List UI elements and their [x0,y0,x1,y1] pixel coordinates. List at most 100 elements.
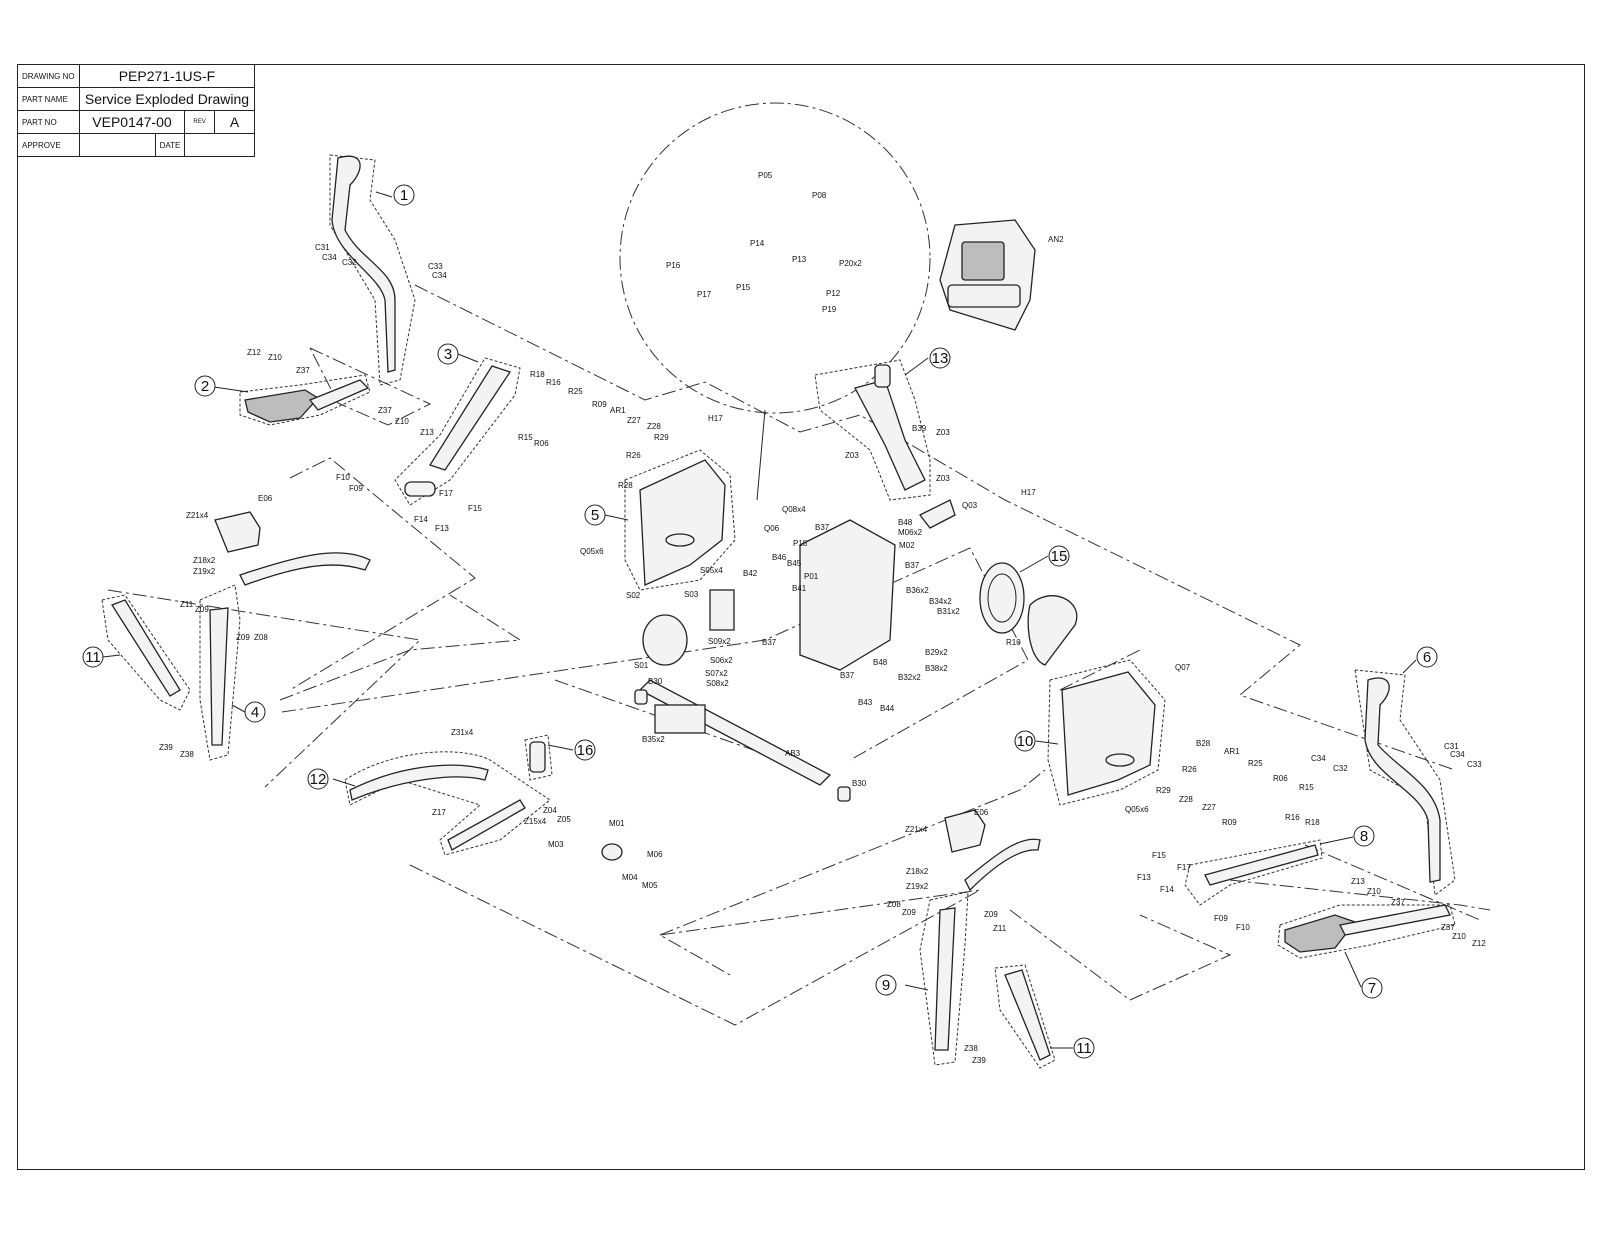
part-label: M03 [548,840,564,849]
part-label: P18 [793,539,808,548]
part-label: F13 [1137,873,1151,882]
part-label: B48 [898,518,913,527]
assembly-balloon: 8 [1353,825,1375,847]
flywheel-15 [979,562,1078,666]
part-label: Z09 [902,908,916,917]
part-label: R15 [518,433,533,442]
link-arm-11-left [101,594,191,711]
approve-value [78,133,156,157]
assembly-balloon: 6 [1416,646,1438,668]
part-label: B42 [743,569,758,578]
part-label: Z09 [984,910,998,919]
part-label: Z18x2 [906,867,929,876]
balloon-circle [1416,646,1438,668]
part-label: B29x2 [925,648,948,657]
approve-label: APPROVE [17,133,80,157]
part-label: R10 [1006,638,1021,647]
part-label: Z39 [972,1056,986,1065]
part-label: R26 [1182,765,1197,774]
balloon-circle [574,739,596,761]
assembly-balloon: 13 [929,347,951,369]
part-label: Z17 [432,808,446,817]
part-label: S01 [634,661,649,670]
balloon-number: 12 [310,771,327,788]
part-label: B30 [852,779,867,788]
part-label: P16 [666,261,681,270]
part-label: Z31x4 [451,728,474,737]
balloon-number: 4 [251,704,259,721]
part-label: B37 [762,638,777,647]
handlebar-6 [1354,669,1456,896]
balloon-number: 15 [1051,548,1068,565]
title-block: DRAWING NO PEP271-1US-F PART NAME Servic… [17,64,256,157]
part-label: B46 [772,553,787,562]
assembly-balloon: 2 [194,375,216,397]
leader-lines [102,191,1417,1049]
part-label: R29 [654,433,669,442]
part-label: M05 [642,881,658,890]
date-value [184,133,256,157]
assembly-balloon: 10 [1014,730,1036,752]
part-label: M06 [647,850,663,859]
part-label: Z12 [247,348,261,357]
part-no-label: PART NO [17,110,80,134]
part-label: Z09 [236,633,250,642]
part-label: P13 [792,255,807,264]
part-label: Z11 [180,600,194,609]
part-label: Z10 [1452,932,1466,941]
pedal-2 [239,374,371,426]
balloon-number: 10 [1017,733,1034,750]
part-label: C32 [342,258,357,267]
front-post-13 [814,359,956,529]
balloon-number: 16 [577,742,594,759]
part-label: Z03 [936,474,950,483]
balloon-circle [929,347,951,369]
part-label: Z10 [268,353,282,362]
part-label: P14 [750,239,765,248]
part-name-label: PART NAME [17,87,80,111]
balloon-number: 13 [932,350,949,367]
part-label: Z37 [296,366,310,375]
part-label: Z09 [195,605,209,614]
part-label: Z27 [1202,803,1216,812]
part-label: S02 [626,591,641,600]
assembly-balloon: 16 [574,739,596,761]
part-label: B43 [858,698,873,707]
part-label: Z28 [647,422,661,431]
balloon-number: 8 [1360,828,1368,845]
part-label: AN2 [1048,235,1064,244]
part-label: M02 [899,541,915,550]
part-label: S07x2 [705,669,728,678]
balloon-circle [194,375,216,397]
part-label: P19 [822,305,837,314]
part-label: Z39 [159,743,173,752]
part-label: F17 [1177,863,1191,872]
part-label: H17 [1021,488,1036,497]
part-label: Z05 [557,815,571,824]
part-label: R09 [1222,818,1237,827]
link-arm-11-right [994,964,1056,1069]
part-label: Z12 [1472,939,1486,948]
part-label: P15 [736,283,751,292]
assembly-balloon: 9 [875,974,897,996]
part-label: B36x2 [906,586,929,595]
part-label: B38x2 [925,664,948,673]
balloon-circle [1353,825,1375,847]
part-label: Z28 [1179,795,1193,804]
part-label: Z03 [936,428,950,437]
part-label: Z19x2 [193,567,216,576]
part-label: P01 [804,572,819,581]
assembly-balloon: 4 [244,701,266,723]
part-label: P20x2 [839,259,862,268]
part-no-value: VEP0147-00 [78,110,186,134]
part-label: M06x2 [898,528,923,537]
part-label: Z10 [1367,887,1381,896]
part-label: B34x2 [929,597,952,606]
balloon-number: 3 [444,346,452,363]
part-label: Z18x2 [193,556,216,565]
balloon-number: 2 [201,378,209,395]
assembly-balloon: 11 [1073,1037,1095,1059]
part-label: F14 [1160,885,1174,894]
part-label: B41 [792,584,807,593]
assembly-balloon: 1 [393,184,415,206]
